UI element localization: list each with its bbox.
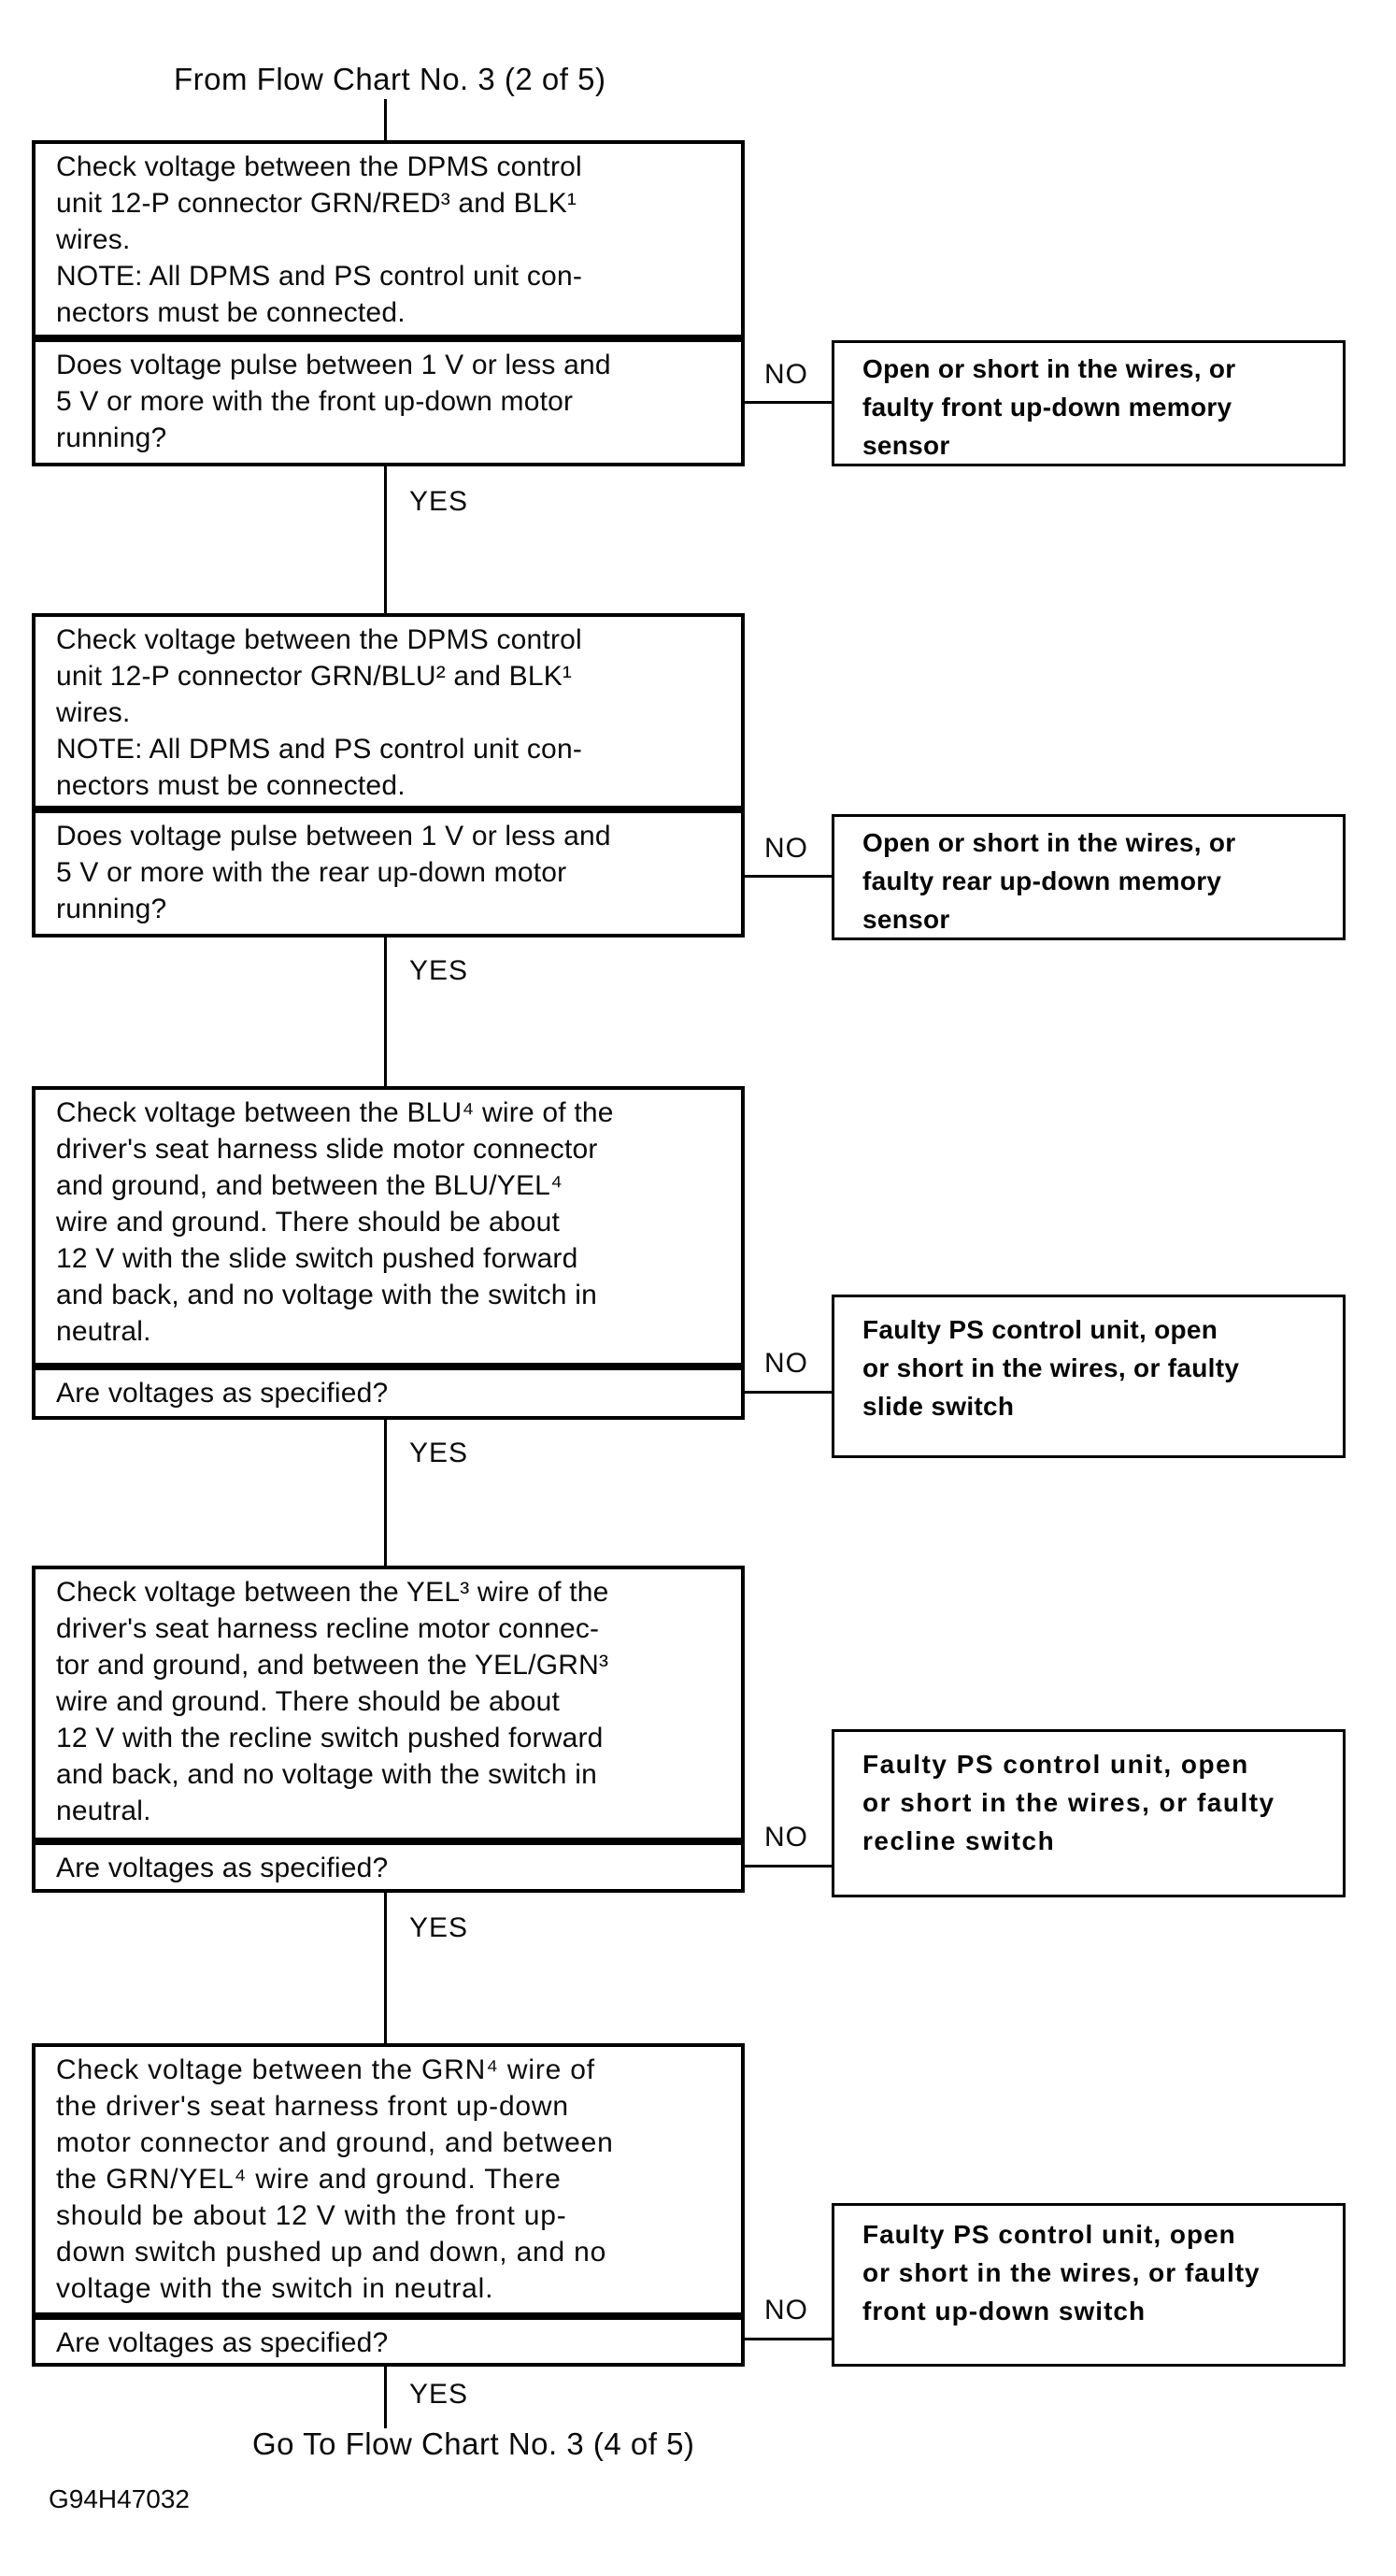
step-5-no-result-box: Faulty PS control unit, open or short in… [832,2203,1346,2367]
connector-line [745,2338,832,2340]
step-3-no-result-text: Faulty PS control unit, open or short in… [862,1315,1240,1421]
connector-line [384,99,387,142]
yes-label: YES [409,486,469,517]
yes-label: YES [409,1912,469,1943]
step-2-no-result-text: Open or short in the wires, or faulty re… [862,828,1236,934]
no-label: NO [764,1822,808,1853]
no-label: NO [764,2295,808,2326]
step-2-no-result-box: Open or short in the wires, or faulty re… [832,814,1346,940]
no-label: NO [764,1348,808,1379]
step-1-question-text: Does voltage pulse between 1 V or less a… [56,350,611,453]
step-4-statement-box: Check voltage between the YEL³ wire of t… [32,1566,745,1841]
step-4-statement-text: Check voltage between the YEL³ wire of t… [56,1577,609,1826]
yes-label: YES [409,2379,469,2410]
step-5-statement-box: Check voltage between the GRN⁴ wire of t… [32,2043,745,2316]
step-4-question-text: Are voltages as specified? [56,1853,389,1883]
step-1-no-result-text: Open or short in the wires, or faulty fr… [862,354,1236,460]
document-code: G94H47032 [49,2484,191,2513]
step-3-statement-text: Check voltage between the BLU⁴ wire of t… [56,1097,614,1347]
step-1-statement-box: Check voltage between the DPMS control u… [32,140,745,338]
step-2-statement-text: Check voltage between the DPMS control u… [56,624,583,801]
step-5-question-text: Are voltages as specified? [56,2327,389,2358]
step-2-question-text: Does voltage pulse between 1 V or less a… [56,821,611,924]
connector-line [384,466,387,613]
connector-line [745,1391,832,1394]
step-4-no-result-text: Faulty PS control unit, open or short in… [862,1750,1275,1855]
yes-label: YES [409,955,469,986]
connector-line [384,2367,387,2428]
step-5-question-box: Are voltages as specified? [32,2316,745,2367]
flow-exit-label: Go To Flow Chart No. 3 (4 of 5) [252,2426,695,2461]
connector-line [384,1893,387,2043]
step-4-no-result-box: Faulty PS control unit, open or short in… [832,1729,1346,1897]
step-3-statement-box: Check voltage between the BLU⁴ wire of t… [32,1086,745,1367]
connector-line [745,875,832,878]
step-3-no-result-box: Faulty PS control unit, open or short in… [832,1295,1346,1458]
no-label: NO [764,359,808,390]
step-1-statement-text: Check voltage between the DPMS control u… [56,151,583,328]
no-label: NO [764,833,808,864]
step-1-question-box: Does voltage pulse between 1 V or less a… [32,338,745,466]
step-5-no-result-text: Faulty PS control unit, open or short in… [862,2220,1261,2326]
step-4-question-box: Are voltages as specified? [32,1841,745,1893]
step-3-question-text: Are voltages as specified? [56,1378,389,1409]
connector-line [745,401,832,404]
connector-line [745,1865,832,1868]
step-2-question-box: Does voltage pulse between 1 V or less a… [32,809,745,937]
step-5-statement-text: Check voltage between the GRN⁴ wire of t… [56,2054,614,2304]
yes-label: YES [409,1438,469,1468]
step-1-no-result-box: Open or short in the wires, or faulty fr… [832,340,1346,466]
connector-line [384,1420,387,1566]
connector-line [384,937,387,1086]
flow-entry-label: From Flow Chart No. 3 (2 of 5) [174,62,606,96]
step-3-question-box: Are voltages as specified? [32,1367,745,1420]
step-2-statement-box: Check voltage between the DPMS control u… [32,613,745,809]
